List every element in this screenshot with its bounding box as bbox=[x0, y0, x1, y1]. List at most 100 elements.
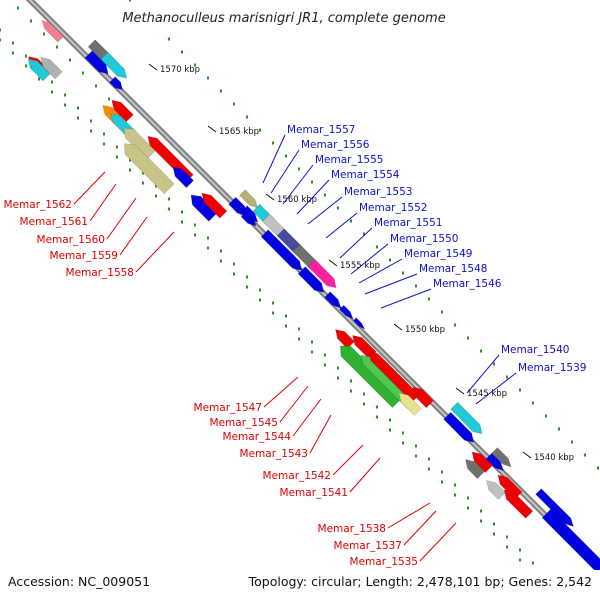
tick-dot bbox=[25, 54, 27, 58]
forward-gene-arrow[interactable] bbox=[239, 189, 259, 209]
gene-label-reverse[interactable]: Memar_1560 bbox=[37, 234, 105, 246]
forward-gene-arrow[interactable] bbox=[297, 266, 325, 293]
forward-gene-arrow[interactable] bbox=[260, 229, 303, 271]
tick-label: 1540 kbp bbox=[534, 453, 574, 463]
tick-dot bbox=[12, 51, 14, 55]
tick-dot bbox=[298, 337, 300, 341]
reverse-gene-arrow[interactable] bbox=[398, 392, 422, 417]
forward-gene-arrow[interactable] bbox=[541, 508, 600, 573]
tick-dot bbox=[181, 50, 183, 54]
forward-gene-arrow[interactable] bbox=[84, 50, 109, 75]
reverse-gene-arrow[interactable] bbox=[172, 166, 194, 189]
forward-gene-arrow[interactable] bbox=[352, 317, 366, 330]
forward-gene-arrow[interactable] bbox=[109, 76, 123, 91]
tick-label: 1570 kbp bbox=[160, 65, 200, 75]
reverse-gene-arrow[interactable] bbox=[40, 56, 63, 80]
reverse-gene-arrow[interactable] bbox=[27, 58, 51, 82]
tick-dot bbox=[480, 509, 482, 513]
tick-dot bbox=[233, 272, 235, 276]
tick-dot bbox=[337, 206, 339, 210]
tick-dot bbox=[415, 284, 417, 288]
tick-dot bbox=[194, 63, 196, 67]
tick-dot bbox=[441, 480, 443, 484]
forward-gene-arrow[interactable] bbox=[240, 210, 257, 227]
reverse-gene-arrow[interactable] bbox=[201, 192, 228, 219]
gene-label-forward[interactable]: Memar_1550 bbox=[390, 233, 458, 245]
tick-mark bbox=[265, 193, 275, 201]
reverse-gene-arrow[interactable] bbox=[471, 451, 494, 473]
leader-line bbox=[263, 376, 299, 408]
tick-dot bbox=[415, 444, 417, 448]
reverse-gene-arrow[interactable] bbox=[465, 459, 485, 480]
reverse-gene-arrow[interactable] bbox=[503, 489, 534, 519]
gene-label-forward[interactable]: Memar_1546 bbox=[433, 278, 502, 290]
tick-dot bbox=[0, 28, 1, 32]
leader-line bbox=[106, 197, 137, 240]
forward-gene-arrow[interactable] bbox=[491, 447, 512, 468]
gene-label-reverse[interactable]: Memar_1537 bbox=[334, 540, 402, 552]
gene-label-forward[interactable]: Memar_1552 bbox=[359, 202, 427, 214]
gene-label-reverse[interactable]: Memar_1535 bbox=[350, 556, 418, 568]
forward-gene-arrow[interactable] bbox=[443, 411, 475, 443]
gene-label-forward[interactable]: Memar_1554 bbox=[331, 169, 400, 181]
tick-dot bbox=[506, 545, 508, 549]
tick-dot bbox=[272, 301, 274, 305]
leader-line bbox=[475, 372, 517, 405]
gene-label-forward[interactable]: Memar_1539 bbox=[518, 362, 586, 374]
tick-dot bbox=[129, 0, 131, 2]
tick-dot bbox=[285, 154, 287, 158]
tick-dot bbox=[311, 350, 313, 354]
reverse-gene-arrow[interactable] bbox=[41, 19, 65, 43]
tick-dot bbox=[545, 414, 547, 418]
gene-label-forward[interactable]: Memar_1548 bbox=[419, 263, 487, 275]
tick-dot bbox=[480, 349, 482, 353]
reverse-gene-arrow[interactable] bbox=[111, 99, 134, 123]
gene-label-forward[interactable]: Memar_1551 bbox=[374, 217, 442, 229]
reverse-gene-arrow[interactable] bbox=[412, 386, 434, 409]
gene-label-reverse[interactable]: Memar_1558 bbox=[66, 267, 134, 279]
tick-mark bbox=[148, 63, 158, 71]
gene-label-reverse[interactable]: Memar_1542 bbox=[263, 470, 331, 482]
forward-gene-arrow[interactable] bbox=[339, 304, 354, 320]
gene-label-reverse[interactable]: Memar_1561 bbox=[20, 216, 88, 228]
reverse-gene-arrow[interactable] bbox=[123, 143, 175, 195]
gene-label-reverse[interactable]: Memar_1562 bbox=[4, 199, 72, 211]
reverse-gene-arrow[interactable] bbox=[486, 480, 506, 501]
gene-label-reverse[interactable]: Memar_1547 bbox=[194, 402, 262, 414]
gene-label-reverse[interactable]: Memar_1541 bbox=[280, 487, 348, 499]
gene-label-reverse[interactable]: Memar_1538 bbox=[318, 523, 386, 535]
tick-dot bbox=[82, 71, 84, 75]
tick-dot bbox=[17, 6, 19, 10]
tick-dot bbox=[285, 314, 287, 318]
forward-gene-arrow[interactable] bbox=[324, 291, 342, 309]
forward-gene-arrow[interactable] bbox=[307, 259, 337, 289]
gene-label-reverse[interactable]: Memar_1544 bbox=[223, 431, 292, 443]
tick-dot bbox=[402, 431, 404, 435]
accession-text: Accession: NC_009051 bbox=[8, 574, 150, 589]
leader-line bbox=[307, 196, 343, 225]
gene-label-forward[interactable]: Memar_1555 bbox=[315, 154, 383, 166]
tick-dot bbox=[519, 548, 521, 552]
tick-dot bbox=[389, 258, 391, 262]
gene-label-forward[interactable]: Memar_1557 bbox=[287, 124, 355, 136]
gene-label-reverse[interactable]: Memar_1559 bbox=[50, 250, 118, 262]
forward-gene-arrow[interactable] bbox=[100, 51, 128, 79]
gene-label-forward[interactable]: Memar_1553 bbox=[344, 186, 412, 198]
tick-dot bbox=[64, 103, 66, 107]
tick-dot bbox=[90, 129, 92, 133]
gene-label-reverse[interactable]: Memar_1545 bbox=[210, 417, 278, 429]
tick-dot bbox=[350, 379, 352, 383]
tick-dot bbox=[181, 220, 183, 224]
summary-text: Topology: circular; Length: 2,478,101 bp… bbox=[248, 574, 592, 589]
gene-label-forward[interactable]: Memar_1540 bbox=[501, 344, 569, 356]
gene-label-forward[interactable]: Memar_1556 bbox=[301, 139, 370, 151]
leader-line bbox=[262, 134, 286, 184]
tick-dot bbox=[571, 440, 573, 444]
forward-gene-arrow[interactable] bbox=[485, 452, 504, 472]
forward-gene-arrow[interactable] bbox=[450, 401, 483, 435]
gene-label-reverse[interactable]: Memar_1543 bbox=[240, 448, 308, 460]
gene-label-forward[interactable]: Memar_1549 bbox=[404, 248, 472, 260]
